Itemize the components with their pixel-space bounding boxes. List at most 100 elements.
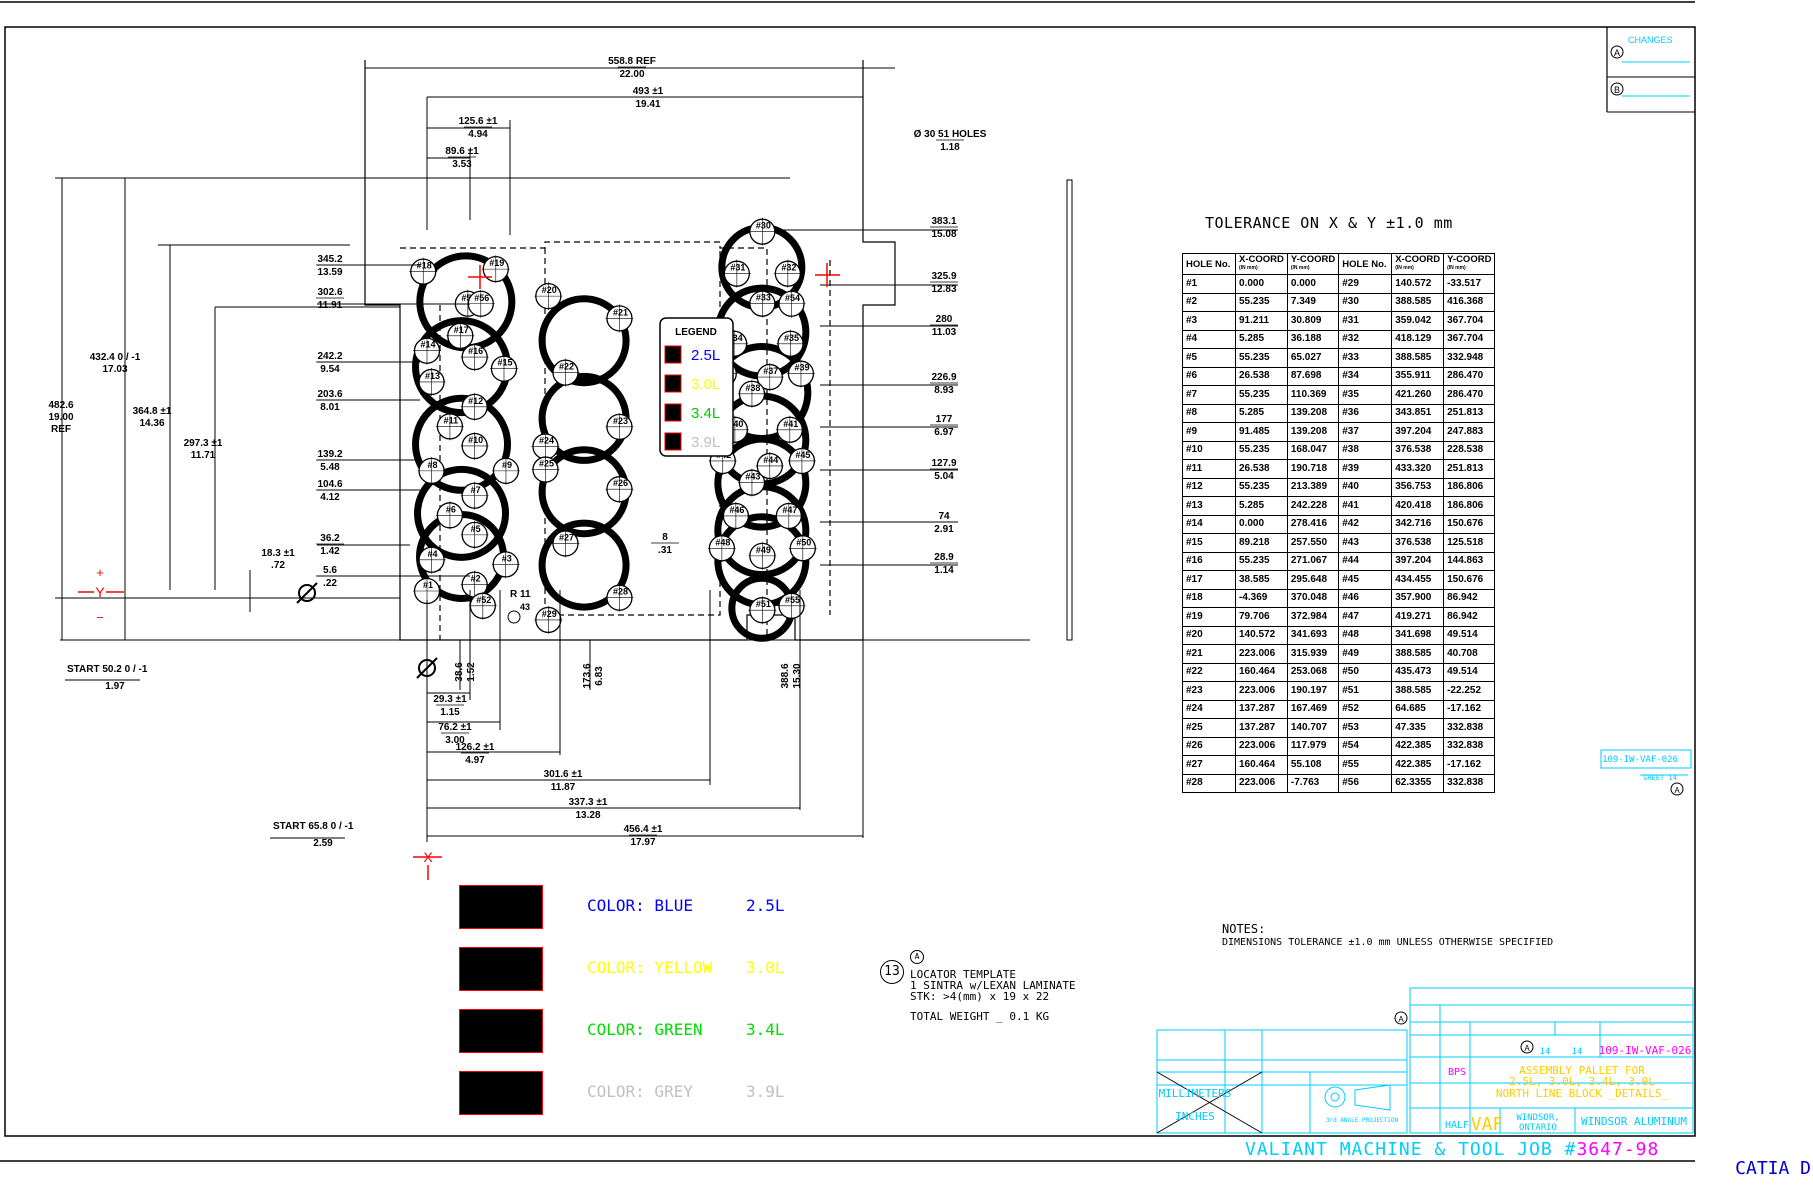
table-cell: #25 xyxy=(1182,718,1236,738)
bore-ring xyxy=(538,295,630,387)
table-cell: #50 xyxy=(1338,662,1393,682)
hole-label: #19 xyxy=(489,258,504,268)
table-cell: 140.572 xyxy=(1391,274,1445,294)
y-plus: + xyxy=(96,565,104,580)
dim-inch: 4.12 xyxy=(320,492,340,503)
dim-inch: 6.97 xyxy=(934,427,954,438)
hole-label: #53 xyxy=(461,293,476,303)
hole-label: #51 xyxy=(756,599,771,609)
table-cell: #15 xyxy=(1182,533,1236,553)
hole-label: #35 xyxy=(784,333,799,343)
hole-label: #2 xyxy=(471,574,481,584)
hole-label: #41 xyxy=(783,419,798,429)
dim-inch: 11.87 xyxy=(551,782,576,793)
dim-inch: 1.18 xyxy=(940,142,960,153)
table-cell: 117.979 xyxy=(1286,736,1340,756)
table-cell: 257.550 xyxy=(1286,533,1340,553)
dim-inch: 5.48 xyxy=(320,462,340,473)
hole-label: #6 xyxy=(446,504,456,514)
dim-inch: 15.08 xyxy=(931,229,956,240)
table-cell: #11 xyxy=(1182,459,1236,479)
table-cell: #49 xyxy=(1338,644,1393,664)
table-cell: 30.809 xyxy=(1286,311,1340,331)
table-cell: #51 xyxy=(1338,681,1393,701)
dim-value: 383.1 xyxy=(931,216,956,227)
table-cell: 49.514 xyxy=(1443,662,1496,682)
color-label: COLOR: YELLOW xyxy=(587,958,713,977)
dim-inch: 19.41 xyxy=(635,99,660,110)
table-cell: #41 xyxy=(1338,496,1393,516)
table-cell: 137.287 xyxy=(1235,718,1288,738)
dimension-lines xyxy=(55,67,1030,842)
table-cell: 332.838 xyxy=(1443,773,1496,793)
table-cell: #12 xyxy=(1182,477,1236,497)
start2-label: START 65.8 0 / -1 xyxy=(273,821,354,832)
rev-b: B xyxy=(1614,85,1620,95)
dim-value: 388.6 xyxy=(780,663,791,688)
table-cell: 242.228 xyxy=(1286,496,1340,516)
tolerance-title: TOLERANCE ON X & Y ±1.0 mm xyxy=(1205,214,1453,232)
table-cell: 434.455 xyxy=(1391,570,1445,590)
holes: #1#29#2#30#3#31#4#32#5#33#6#34#7#35#8#36… xyxy=(409,217,817,634)
hole-label: #10 xyxy=(468,435,483,445)
table-cell: 286.470 xyxy=(1443,385,1496,405)
table-cell: #4 xyxy=(1182,329,1236,349)
legend-label: 3.4L xyxy=(691,405,720,422)
table-cell: #22 xyxy=(1182,662,1236,682)
table-cell: -7.763 xyxy=(1286,773,1340,793)
hole-label: #56 xyxy=(474,293,489,303)
hole-label: #32 xyxy=(781,263,796,273)
changes-label: CHANGES xyxy=(1628,35,1673,45)
table-cell: 125.518 xyxy=(1443,533,1496,553)
title-block-text: 109-IW-VAF-026 SHEET 14 A A A 109-IW-VAF… xyxy=(1159,755,1692,1135)
hole-label: #5 xyxy=(471,524,481,534)
table-cell: #48 xyxy=(1338,625,1393,645)
table-cell: 278.416 xyxy=(1286,514,1340,534)
dim-inch: 11.03 xyxy=(932,327,957,338)
legend-swatch xyxy=(664,432,682,451)
hole-label: #7 xyxy=(471,485,481,495)
table-cell: 55.235 xyxy=(1235,551,1288,571)
table-cell: #42 xyxy=(1338,514,1393,534)
hole-label: #29 xyxy=(542,609,557,619)
table-cell: 0.000 xyxy=(1235,514,1288,534)
col-x-1: X-COORD(IN mm) xyxy=(1235,253,1288,275)
table-cell: #27 xyxy=(1182,755,1236,775)
side-rail xyxy=(1066,179,1073,641)
hole-label: #16 xyxy=(468,346,483,356)
table-cell: 367.704 xyxy=(1443,329,1496,349)
table-cell: #23 xyxy=(1182,681,1236,701)
table-cell: 370.048 xyxy=(1286,588,1340,608)
dim-inch: 11.71 xyxy=(191,450,216,461)
table-cell: #21 xyxy=(1182,644,1236,664)
dim-inch: 1.42 xyxy=(320,546,340,557)
x-axis-label: X xyxy=(423,849,433,865)
hole-label: #11 xyxy=(444,415,459,425)
hole-label: #12 xyxy=(468,396,483,406)
dim-inch: 6.83 xyxy=(594,666,605,686)
table-cell: 150.676 xyxy=(1443,570,1496,590)
table-cell: 79.706 xyxy=(1235,607,1288,627)
table-cell: 55.235 xyxy=(1235,477,1288,497)
table-cell: 435.473 xyxy=(1391,662,1445,682)
tb-scale: HALF xyxy=(1445,1120,1469,1131)
table-cell: 359.042 xyxy=(1391,311,1445,331)
table-cell: 38.585 xyxy=(1235,570,1288,590)
color-size: 3.0L xyxy=(746,958,785,977)
notes-title: NOTES: xyxy=(1222,922,1266,936)
table-cell: #44 xyxy=(1338,551,1393,571)
title-block xyxy=(1156,749,1694,1134)
side-drawing-no: 109-IW-VAF-026 xyxy=(1602,755,1678,765)
table-cell: 342.716 xyxy=(1391,514,1445,534)
table-cell: 40.708 xyxy=(1443,644,1496,664)
table-cell: #46 xyxy=(1338,588,1393,608)
table-cell: 140.572 xyxy=(1235,625,1288,645)
locator-line1: LOCATOR TEMPLATE xyxy=(910,968,1016,981)
dim-value: 125.6 ±1 xyxy=(459,116,498,127)
table-cell: 433.320 xyxy=(1391,459,1445,479)
locator-weight: TOTAL WEIGHT _ 0.1 KG xyxy=(910,1010,1050,1023)
